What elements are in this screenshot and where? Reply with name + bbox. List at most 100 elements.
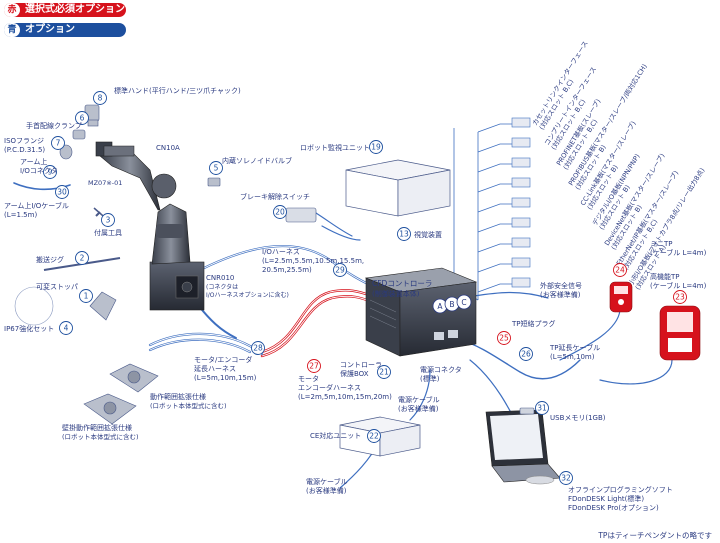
robot-arm-illustration [95, 141, 205, 311]
callout-text-29-line2: (L=2.5m,5.5m,10.5m,15.5m, [262, 257, 364, 265]
cnr010-label: CNR010 [206, 274, 234, 282]
option-legend: 青オプション [4, 23, 126, 37]
controller-label-line1: CFDコントローラ [372, 279, 432, 288]
callout-number-9: 9 [48, 168, 53, 177]
callout-text-32-line2: FDonDESK Light(標準) [568, 494, 644, 503]
mini-tp-pendant [609, 281, 633, 313]
option-board-icon [511, 197, 531, 208]
callout-marker-9 [43, 165, 57, 179]
callout-text-32-line1: オフラインプログラミングソフト [568, 485, 673, 494]
callout-marker-13 [397, 227, 411, 241]
callout-text-25-line1: TP短絡プラグ [511, 319, 556, 328]
slot-c-marker [456, 294, 472, 310]
option-board-icon [511, 117, 531, 128]
callout-number-13: 13 [399, 230, 409, 239]
callout-number-1: 1 [84, 292, 89, 301]
controller-slots: A B C [432, 294, 472, 314]
callout-text-30-line1: アーム上I/Oケーブル [4, 201, 69, 210]
callout-number-31: 31 [537, 404, 547, 413]
callout-text-20-line1: ブレーキ解除スイッチ [240, 192, 310, 201]
power-cable-b-line2: (お客様準備) [306, 486, 347, 495]
callout-marker-32 [559, 471, 573, 485]
laptop-pc [485, 409, 561, 485]
callout-text-7-line1: ISOフランジ [4, 137, 44, 145]
callout-text-9-line1: アーム上 [20, 157, 47, 166]
callout-marker-29 [333, 263, 347, 277]
callout-text-23-line1: 高機能TP [650, 272, 680, 281]
cn10a-label: CN10A [156, 144, 180, 152]
callout-number-3: 3 [106, 216, 111, 225]
callout-marker-25 [497, 331, 511, 345]
external-signal-line1: 外部安全信号 [540, 281, 582, 290]
misc-labels: CN10A MZ07※-01 CNR010 (コネクタは I/Oハーネスオプショ… [62, 144, 712, 540]
cnr010-note-line1: (コネクタは [206, 283, 238, 291]
range-extension-line1: 動作範囲拡張仕様 [150, 392, 206, 401]
callout-text-23-line2: (ケーブル L=4m) [650, 281, 707, 290]
option-board-icon [511, 157, 531, 168]
cnr010-note-line2: I/Oハーネスオプションに含む) [206, 291, 289, 299]
slot-a-label: A [437, 302, 443, 311]
required-option-legend: 赤選択式必須オプション [4, 3, 126, 17]
callout-number-22: 22 [369, 432, 379, 441]
callout-number-30: 30 [57, 188, 67, 197]
callout-marker-8 [93, 91, 107, 105]
callout-text-32-line3: FDonDESK Pro(オプション) [568, 504, 659, 512]
callout-number-24: 24 [615, 266, 625, 275]
callout-text-26-line1: TP延長ケーブル [549, 343, 600, 352]
callout-number-8: 8 [98, 94, 103, 103]
callout-marker-21 [377, 365, 391, 379]
callout-text-7-line2: (P.C.D.31.5) [4, 146, 45, 154]
callout-text-4-line1: IP67強化セット [4, 324, 54, 333]
cable-layer [13, 182, 673, 489]
callout-text-24-line2: (ケーブル L=4m) [650, 248, 707, 257]
external-signal-line2: (お客様準備) [540, 290, 581, 299]
callout-text-5-line1: 内蔵ソレノイドバルブ [222, 156, 292, 165]
callout-marker-27 [307, 359, 321, 373]
blue-legend-badge: 青 [4, 23, 20, 37]
callout-marker-22 [367, 429, 381, 443]
wrist-clamp-icon [72, 129, 86, 140]
callout-marker-2 [75, 251, 89, 265]
software-disc-icon [525, 475, 555, 485]
callout-number-25: 25 [499, 334, 509, 343]
callout-marker-19 [369, 140, 383, 154]
slot-c-label: C [461, 298, 466, 307]
option-board-icon [511, 257, 531, 268]
callout-number-21: 21 [379, 368, 389, 377]
callout-text-27-line1: モータ [298, 374, 319, 383]
wall-range-line2: (ロボット本体型式に含む) [62, 432, 139, 441]
callout-text-28-line2: 延長ハーネス [194, 364, 236, 373]
power-cable-b-line1: 電源ケーブル [306, 477, 348, 486]
callout-item-29: 29I/Oハーネス(L=2.5m,5.5m,10.5m,15.5m,20.5m,… [262, 248, 364, 277]
brake-switch-box [285, 207, 317, 223]
iso-flange-icon [59, 144, 73, 160]
red-legend-label: 選択式必須オプション [25, 4, 125, 15]
power-cable-a-line1: 電源ケーブル [398, 395, 440, 404]
callout-item-3: 3 付属工具 [94, 213, 122, 237]
callout-number-32: 32 [561, 474, 571, 483]
option-board-icon [511, 137, 531, 148]
callout-text-27-line3: (L=2m,5m,10m,15m,20m) [298, 393, 392, 401]
callout-marker-4 [59, 321, 73, 335]
callout-number-4: 4 [64, 324, 69, 333]
callout-marker-23 [673, 290, 687, 304]
callout-text-3-line1: 付属工具 [94, 228, 122, 237]
callout-number-6: 6 [80, 114, 85, 123]
callout-marker-26 [519, 347, 533, 361]
slot-b-label: B [449, 300, 454, 309]
